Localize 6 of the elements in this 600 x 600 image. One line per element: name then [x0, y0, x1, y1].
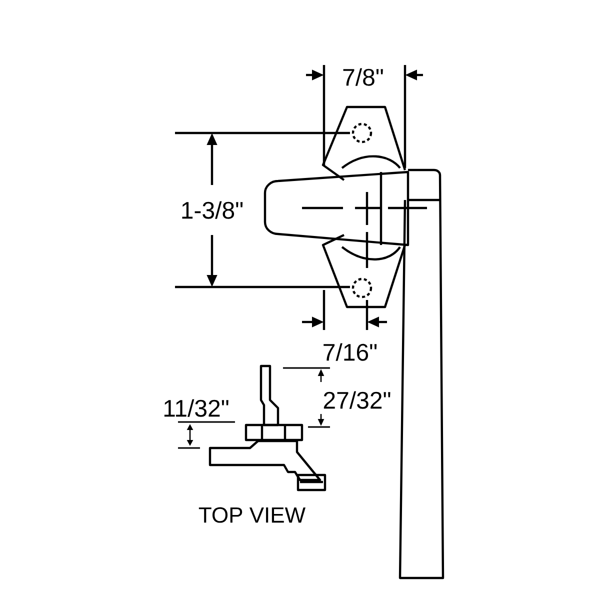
dimension-label: 11/32"	[164, 399, 228, 417]
dimension-label: 27/32"	[324, 391, 390, 409]
dimension-label: 7/16"	[324, 343, 377, 361]
dimension-label: 1-3/8"	[182, 201, 243, 219]
dimension-label: 7/8"	[343, 68, 383, 86]
view-title: TOP VIEW	[198, 507, 306, 523]
